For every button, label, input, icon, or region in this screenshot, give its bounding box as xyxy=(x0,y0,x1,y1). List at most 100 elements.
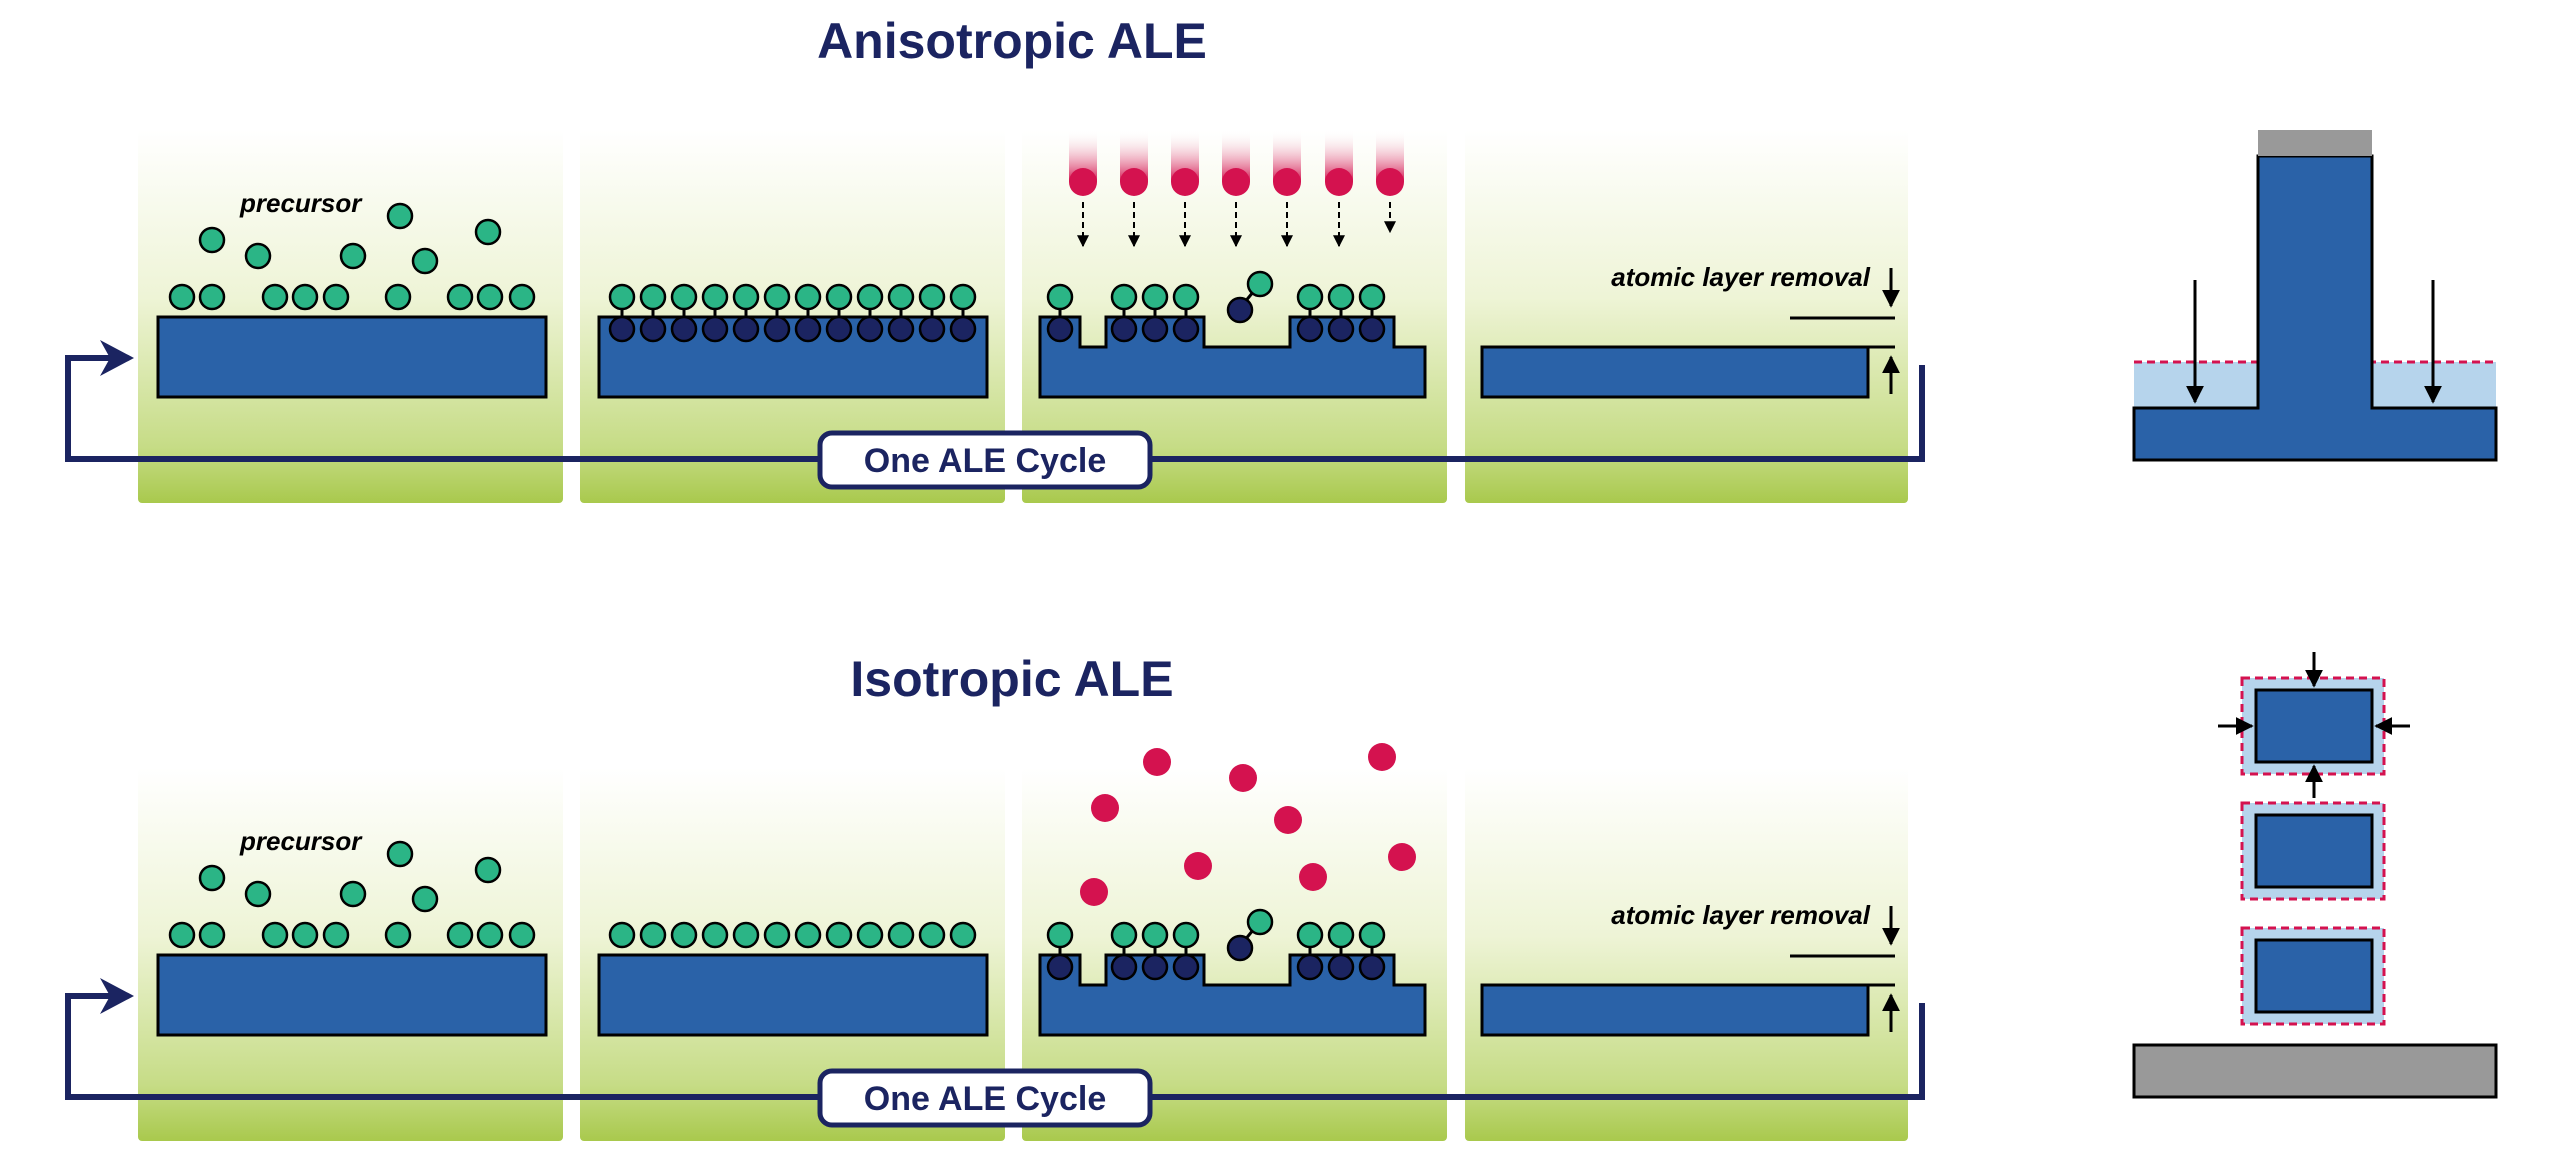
precursor-molecule xyxy=(198,864,226,892)
fin-structure xyxy=(2132,154,2498,462)
bonded-atom xyxy=(856,315,884,343)
cycle-label: One ALE Cycle xyxy=(864,1080,1106,1118)
precursor-molecule xyxy=(261,283,289,311)
precursor-molecule xyxy=(825,921,853,949)
substrate xyxy=(597,953,989,1037)
reactive-radical xyxy=(1274,806,1302,834)
precursor-molecule xyxy=(918,283,946,311)
precursor-molecule xyxy=(856,283,884,311)
precursor-molecule xyxy=(508,921,536,949)
bonded-atom xyxy=(887,315,915,343)
precursor-molecule xyxy=(763,283,791,311)
precursor-molecule xyxy=(322,283,350,311)
precursor-molecules-free xyxy=(198,840,502,913)
bonded-layer xyxy=(608,283,977,343)
etched-substrate xyxy=(1038,953,1427,1037)
bonded-atom xyxy=(701,315,729,343)
precursor-molecule xyxy=(168,283,196,311)
cycle-loop-line xyxy=(65,355,1925,462)
precursor-molecule xyxy=(918,921,946,949)
precursor-molecule xyxy=(639,283,667,311)
precursor-molecule xyxy=(701,283,729,311)
precursor-molecule xyxy=(198,921,226,949)
precursor-molecule xyxy=(670,283,698,311)
ion-beams xyxy=(1069,130,1404,248)
precursor-molecule xyxy=(198,226,226,254)
precursor-molecule xyxy=(476,283,504,311)
cycle-label-box xyxy=(817,430,1153,490)
bonded-atom xyxy=(670,315,698,343)
ion xyxy=(1069,168,1097,196)
ion xyxy=(1376,168,1404,196)
precursor-molecule xyxy=(608,283,636,311)
etch-product-atom xyxy=(1226,934,1254,962)
bonded-atom xyxy=(918,315,946,343)
precursor-molecules-surface xyxy=(168,283,536,311)
precursor-molecule xyxy=(639,921,667,949)
precursor-molecule xyxy=(949,921,977,949)
precursor-molecule xyxy=(244,880,272,908)
precursor-molecule xyxy=(386,202,414,230)
hard-mask xyxy=(2258,130,2372,156)
cycle-arrow-icon xyxy=(100,340,134,376)
precursor-molecule xyxy=(1172,283,1200,311)
precursor-molecule xyxy=(1358,283,1386,311)
precursor-molecule xyxy=(476,921,504,949)
precursor-molecule xyxy=(244,242,272,270)
precursor-molecule xyxy=(825,283,853,311)
partial-bonded-layer xyxy=(1046,270,1386,343)
thinned-substrate xyxy=(1480,345,1870,399)
precursor-molecule xyxy=(384,283,412,311)
precursor-molecules-surface xyxy=(168,921,536,949)
anisotropic-title: Anisotropic ALE xyxy=(817,13,1207,69)
adsorbed-layer xyxy=(608,921,977,949)
bonded-atom xyxy=(1046,953,1074,981)
bonded-atom xyxy=(1296,315,1324,343)
nanosheet xyxy=(2254,813,2374,889)
bonded-atom xyxy=(825,315,853,343)
reactive-radical xyxy=(1229,764,1257,792)
etch-product-atom xyxy=(1226,296,1254,324)
bonded-atom xyxy=(1141,315,1169,343)
bonded-atom xyxy=(1172,315,1200,343)
partial-bonded-layer xyxy=(1046,908,1386,981)
precursor-molecule xyxy=(1296,283,1324,311)
precursor-molecule xyxy=(508,283,536,311)
precursor-label: precursor xyxy=(239,188,363,218)
ion xyxy=(1222,168,1250,196)
etch-product-molecule xyxy=(1246,908,1274,936)
precursor-molecule xyxy=(1327,921,1355,949)
ion xyxy=(1120,168,1148,196)
precursor-molecule xyxy=(1046,921,1074,949)
bonded-atom xyxy=(1172,953,1200,981)
reactive-species xyxy=(1080,743,1416,906)
precursor-molecule xyxy=(446,283,474,311)
precursor-molecule xyxy=(1296,921,1324,949)
cycle-label-box xyxy=(817,1068,1153,1128)
precursor-molecule xyxy=(1358,921,1386,949)
ion xyxy=(1325,168,1353,196)
removal-label: atomic layer removal xyxy=(1611,262,1870,292)
precursor-molecule xyxy=(168,921,196,949)
precursor-molecule xyxy=(763,921,791,949)
reactive-radical xyxy=(1184,852,1212,880)
precursor-molecule xyxy=(1046,283,1074,311)
isotropic-title: Isotropic ALE xyxy=(850,651,1173,707)
nanosheet xyxy=(2254,688,2374,764)
precursor-molecule xyxy=(198,283,226,311)
precursor-molecule xyxy=(887,283,915,311)
bonded-atom xyxy=(1358,315,1386,343)
cycle-arrow-icon xyxy=(100,978,134,1014)
precursor-molecule xyxy=(339,242,367,270)
reactive-radical xyxy=(1080,878,1108,906)
precursor-molecule xyxy=(794,283,822,311)
precursor-molecule xyxy=(384,921,412,949)
nanosheet xyxy=(2254,938,2374,1014)
bonded-atom xyxy=(1358,953,1386,981)
bonded-atom xyxy=(794,315,822,343)
bonded-atom xyxy=(1110,953,1138,981)
precursor-molecules-free xyxy=(198,202,502,275)
precursor-molecule xyxy=(887,921,915,949)
bonded-atom xyxy=(1141,953,1169,981)
